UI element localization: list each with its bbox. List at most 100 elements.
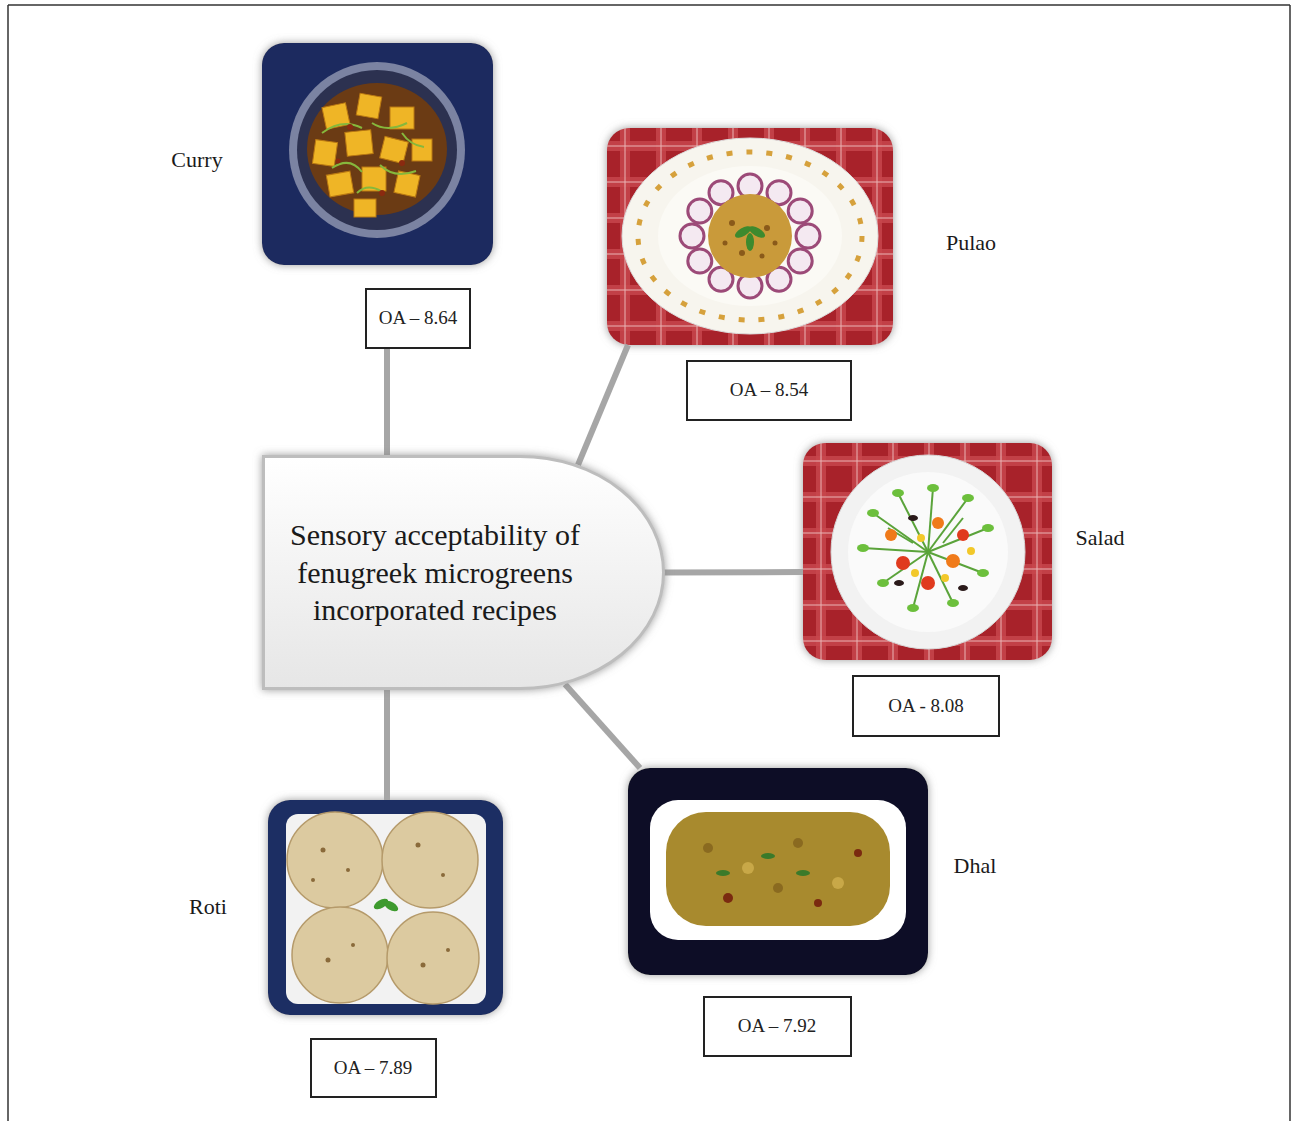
rice-specks <box>760 254 765 259</box>
potato-cubes <box>356 93 381 118</box>
dhal-texture <box>761 853 775 859</box>
corn-and-beans <box>958 585 968 591</box>
potato-cubes <box>312 140 337 167</box>
potato-cubes <box>312 93 432 217</box>
dhal-texture <box>742 862 754 874</box>
sprout-leaves <box>907 604 919 612</box>
onion-rings <box>688 249 712 273</box>
tomatoes <box>957 529 969 541</box>
onion-rings <box>788 199 812 223</box>
curry-photo <box>262 43 493 265</box>
dish-photo: Curry <box>262 43 493 265</box>
rotis <box>382 812 478 908</box>
microgreen-strands <box>322 123 424 193</box>
score-box: OA – 7.92 <box>703 996 852 1057</box>
score-box: OA - 8.08 <box>852 675 1000 737</box>
dhal-texture <box>723 893 733 903</box>
rotis <box>287 812 479 1004</box>
pulao-photo <box>638 152 862 320</box>
curry-photo <box>262 43 493 265</box>
garnish-leaves <box>746 233 754 251</box>
connector-line <box>565 684 640 768</box>
sprout-leaves <box>947 599 959 607</box>
microgreen-strands <box>372 123 407 128</box>
rice-specks <box>723 241 728 246</box>
roti-garnish <box>372 897 400 914</box>
pulao-photo <box>708 194 792 278</box>
roti-spots <box>326 958 331 963</box>
rice-specks <box>773 241 778 246</box>
score-box: OA – 8.64 <box>365 288 472 349</box>
sprouts <box>863 488 988 608</box>
score-text: OA – 8.54 <box>730 379 809 401</box>
roti-spots <box>346 868 350 872</box>
sprout-leaves <box>962 494 974 502</box>
score-box: OA – 8.54 <box>686 360 852 421</box>
corn-and-beans <box>911 569 919 577</box>
score-text: OA – 8.64 <box>379 307 458 329</box>
onion-rings <box>680 174 820 298</box>
curry-photo <box>289 62 465 238</box>
curry-photo <box>297 70 457 230</box>
sprout-leaves <box>982 524 994 532</box>
rice-specks <box>723 220 778 259</box>
sprout-leaves <box>867 509 879 517</box>
dish-photo: Roti <box>268 800 503 1015</box>
tomatoes <box>896 556 910 570</box>
sprout-leaves <box>857 484 994 612</box>
microgreen-strands <box>402 133 424 147</box>
score-box: OA – 7.89 <box>310 1038 437 1098</box>
pulao-photo <box>607 128 893 345</box>
dhal-texture <box>793 838 803 848</box>
sprout-leaves <box>927 484 939 492</box>
tomatoes <box>946 554 960 568</box>
rotis <box>387 912 479 1004</box>
roti-spots <box>421 963 426 968</box>
page-frame <box>1289 5 1291 1121</box>
roti-spots <box>311 878 315 882</box>
dish-name: Roti <box>189 894 227 920</box>
dhal-texture <box>773 883 783 893</box>
score-text: OA – 7.92 <box>738 1015 817 1037</box>
topic-outline <box>264 457 664 689</box>
microgreen-strands <box>380 165 416 174</box>
salad-photo <box>848 472 1008 632</box>
corn-and-beans <box>908 515 918 521</box>
roti-photo <box>268 800 503 1015</box>
roti-photo <box>268 800 503 1015</box>
corn-and-beans <box>894 515 975 591</box>
dhal-texture <box>796 870 810 876</box>
dish-name: Pulao <box>946 230 996 256</box>
potato-cubes <box>345 130 373 157</box>
rice-specks <box>764 225 770 231</box>
dhal-photo <box>666 812 890 926</box>
dhal-texture <box>814 899 822 907</box>
dish-photo: Salad <box>803 443 1052 660</box>
onion-rings <box>688 199 712 223</box>
dhal-texture <box>703 838 862 907</box>
page-frame <box>7 5 9 1121</box>
connector-line <box>384 690 390 800</box>
roti-garnish <box>382 899 400 914</box>
corn-and-beans <box>967 547 975 555</box>
pulao-photo <box>622 138 878 334</box>
page-frame <box>8 4 1290 6</box>
pulao-photo <box>658 166 842 306</box>
sprouts <box>863 548 928 552</box>
onion-rings <box>788 249 812 273</box>
roti-spots <box>311 843 450 968</box>
salad-photo <box>803 443 1052 660</box>
pulao-photo <box>607 128 893 345</box>
sprouts <box>928 488 933 552</box>
connector-line <box>664 569 804 576</box>
roti-spots <box>351 943 355 947</box>
rotis <box>292 907 388 1003</box>
score-text: OA – 7.89 <box>334 1057 413 1079</box>
spice-bits <box>336 124 406 196</box>
dish-name: Salad <box>1076 525 1125 551</box>
spice-bits <box>379 190 385 196</box>
roti-spots <box>446 948 450 952</box>
potato-cubes <box>394 171 420 197</box>
dhal-texture <box>854 849 862 857</box>
